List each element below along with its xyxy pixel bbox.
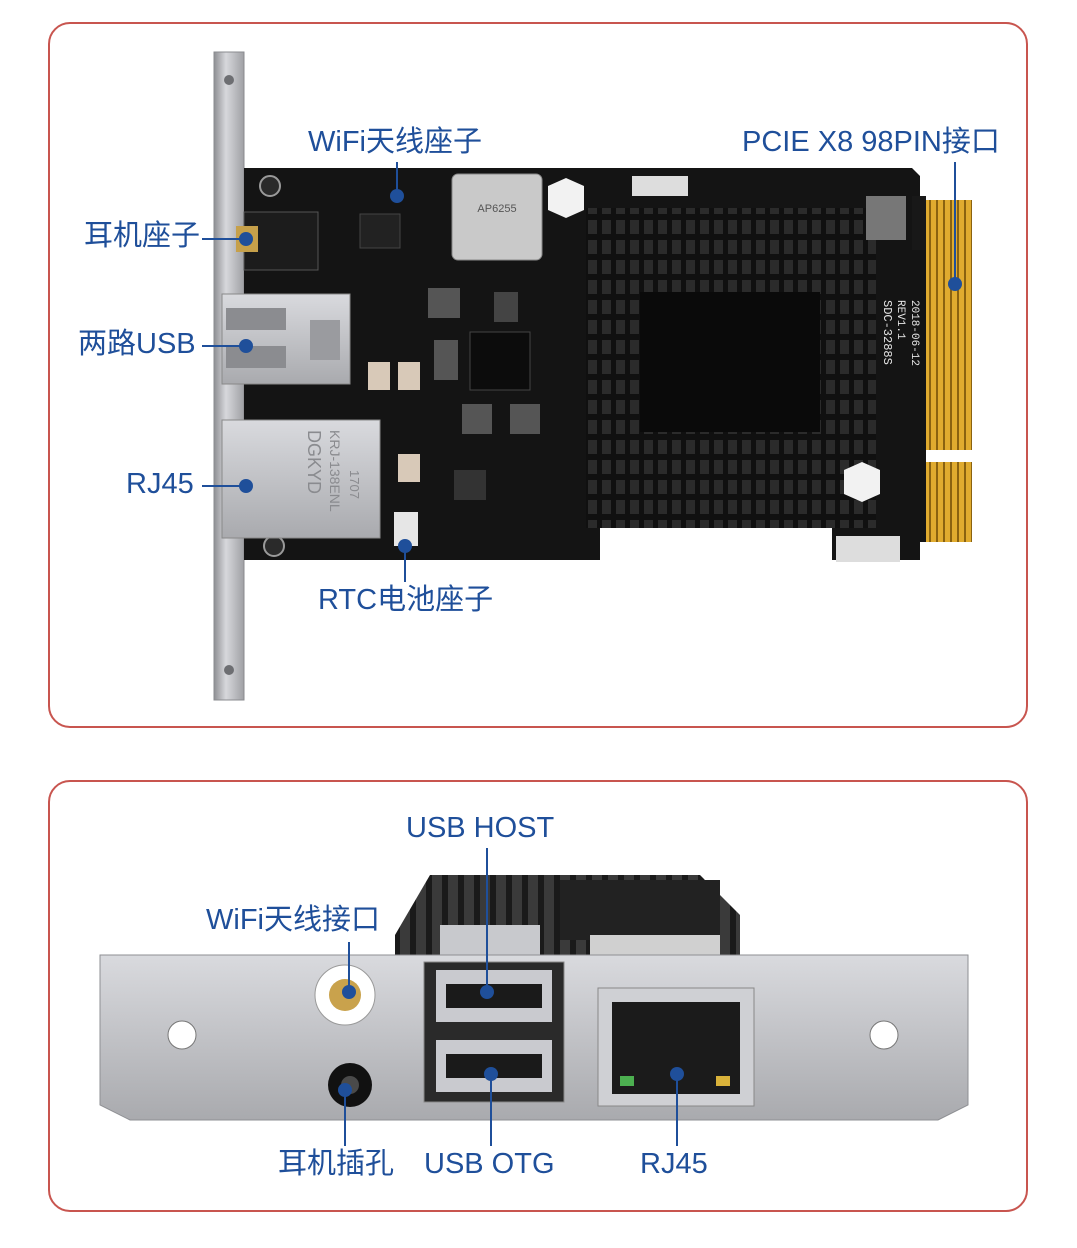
leader-usb-otg <box>490 1074 492 1146</box>
label-headphone-socket: 耳机座子 <box>84 220 201 252</box>
label-usb-host: USB HOST <box>406 812 555 844</box>
marker-pcie-interface <box>948 277 962 291</box>
label-usb-otg: USB OTG <box>424 1148 555 1180</box>
leader-rj45-bottom <box>676 1074 678 1146</box>
rear-usb-stack <box>423 961 565 1103</box>
leader-headphone-jack <box>344 1090 346 1146</box>
rj45-brand-text: DGKYD <box>304 430 324 494</box>
rj45-part-text: KRJ-138ENL <box>327 430 343 512</box>
label-rtc-battery-socket: RTC电池座子 <box>318 584 494 616</box>
rj45-code-text: 1707 <box>347 470 362 499</box>
pcie-gold-fingers <box>926 200 972 450</box>
label-wifi-antenna-socket: WiFi天线座子 <box>308 126 482 158</box>
dual-usb-connector <box>221 293 351 385</box>
marker-headphone-socket <box>239 232 253 246</box>
marker-dual-usb <box>239 339 253 353</box>
label-rj45-top: RJ45 <box>126 468 194 500</box>
rear-view-board <box>395 875 740 960</box>
board-model-text: SDC-3288S <box>880 300 894 365</box>
leader-pcie-interface <box>954 162 956 284</box>
leader-rj45-top <box>202 485 246 487</box>
marker-wifi-antenna-socket <box>390 189 404 203</box>
leader-dual-usb <box>202 345 246 347</box>
leader-usb-host <box>486 848 488 992</box>
marker-rj45-top <box>239 479 253 493</box>
wifi-module-text: AP6255 <box>477 203 516 215</box>
leader-headphone-socket <box>202 238 246 240</box>
board-date-text: 2018-06-12 <box>908 300 920 366</box>
label-pcie-interface: PCIE X8 98PIN接口 <box>742 126 1000 158</box>
board-revision-text: REV1.1 <box>894 300 906 340</box>
label-wifi-antenna-port: WiFi天线接口 <box>206 904 380 936</box>
leader-wifi-antenna-socket <box>396 162 398 196</box>
label-dual-usb: 两路USB <box>78 328 196 360</box>
pcb-board: AP6255 SDC-3288S REV1.1 2018-06-12 <box>244 168 972 562</box>
label-rj45-bottom: RJ45 <box>640 1148 708 1180</box>
marker-wifi-antenna-port <box>342 985 356 999</box>
label-headphone-jack: 耳机插孔 <box>278 1148 395 1180</box>
leader-rtc-battery-socket <box>404 546 406 582</box>
marker-usb-host <box>480 985 494 999</box>
leader-wifi-antenna-port <box>348 942 350 992</box>
